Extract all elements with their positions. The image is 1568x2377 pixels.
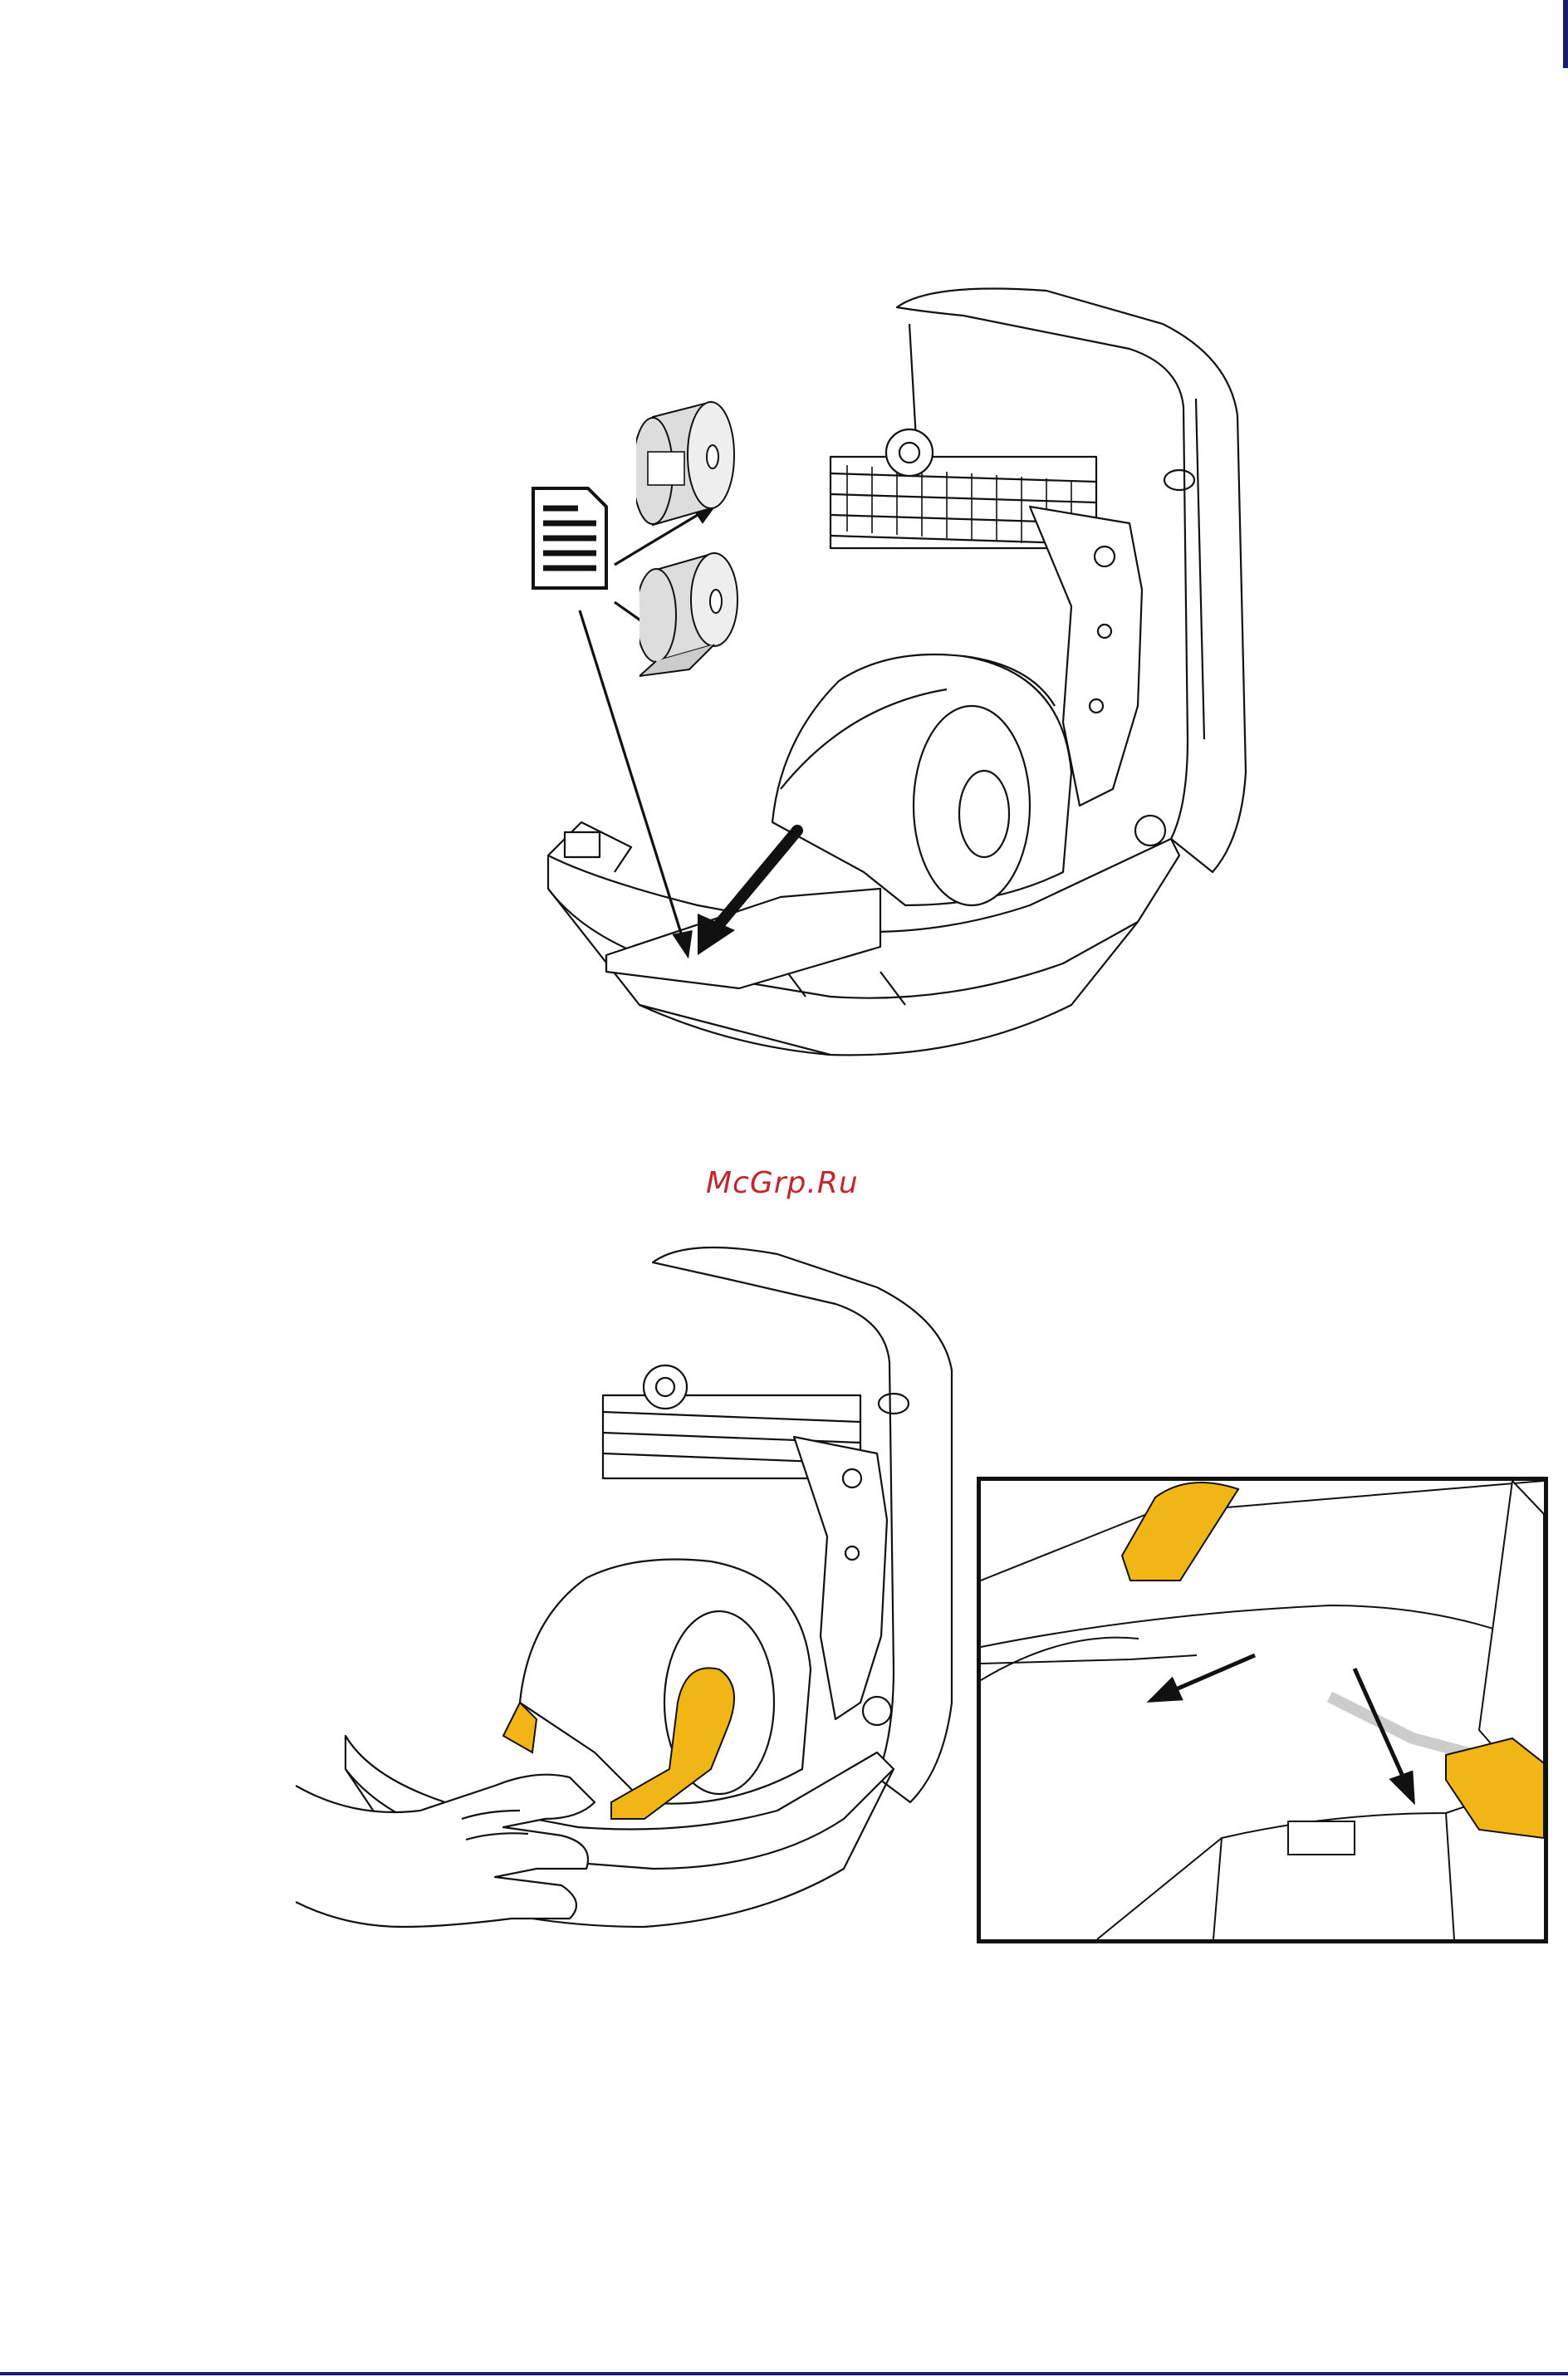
detail-inset xyxy=(977,1477,1548,1943)
roll-holder-arm-icon xyxy=(1122,1483,1544,1838)
watermark-text: McGrp.Ru xyxy=(706,1166,872,1200)
label-roll-icon xyxy=(636,392,744,533)
roll-holder-detail-illustration xyxy=(981,1481,1544,1939)
document-icon xyxy=(530,485,610,591)
continuous-roll-icon xyxy=(639,545,747,678)
footer-rule xyxy=(0,2372,1568,2375)
figure-adjust-holders xyxy=(296,1238,960,1968)
chapter-tab xyxy=(1563,0,1568,68)
printer-with-hand-illustration xyxy=(296,1238,960,1968)
